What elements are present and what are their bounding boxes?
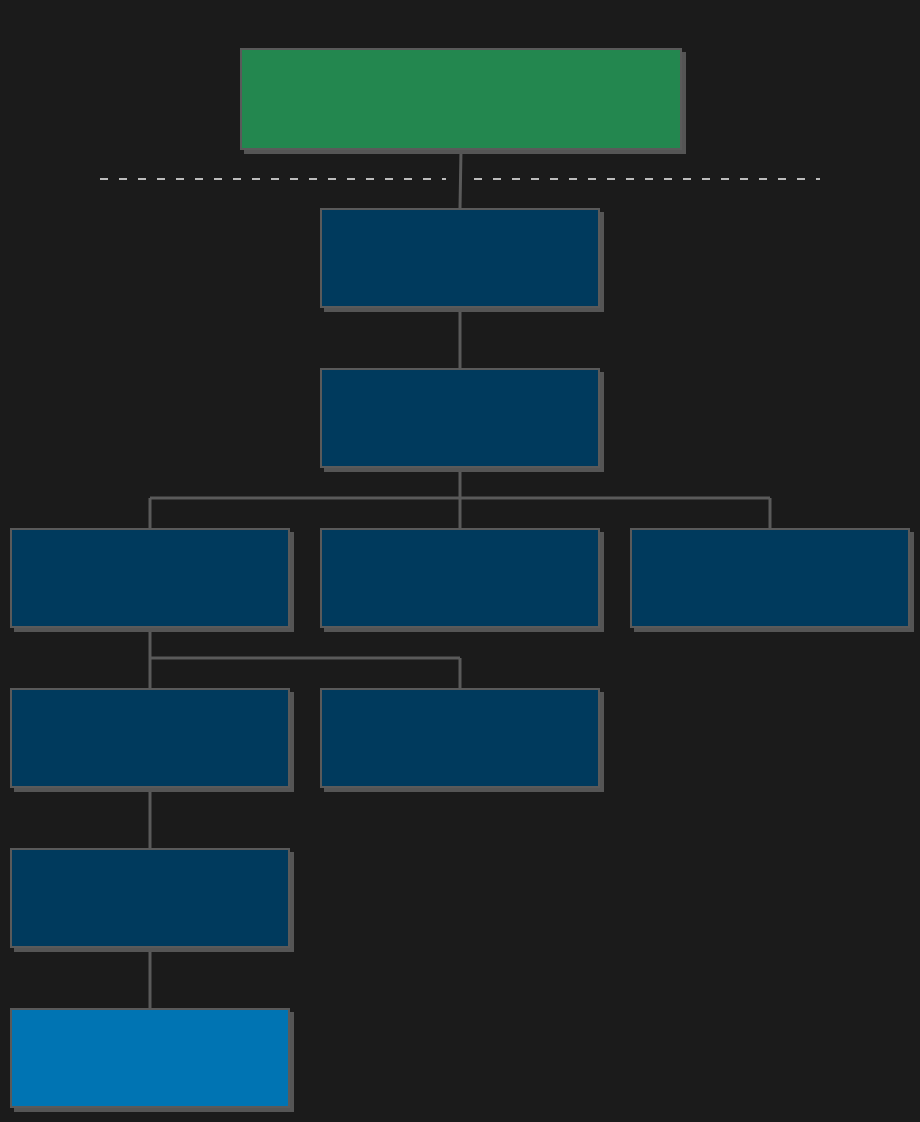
- node-branch-left[interactable]: [10, 528, 290, 628]
- node-branch-middle[interactable]: [320, 528, 600, 628]
- node-left-grandchild[interactable]: [10, 848, 290, 948]
- node-leaf[interactable]: [10, 1008, 290, 1108]
- node-level-1[interactable]: [320, 208, 600, 308]
- node-left-child-b[interactable]: [320, 688, 600, 788]
- connector-line: [458, 149, 463, 209]
- connector-lines: [148, 149, 772, 1008]
- node-level-2[interactable]: [320, 368, 600, 468]
- node-root[interactable]: [240, 48, 682, 150]
- node-branch-right[interactable]: [630, 528, 910, 628]
- node-left-child-a[interactable]: [10, 688, 290, 788]
